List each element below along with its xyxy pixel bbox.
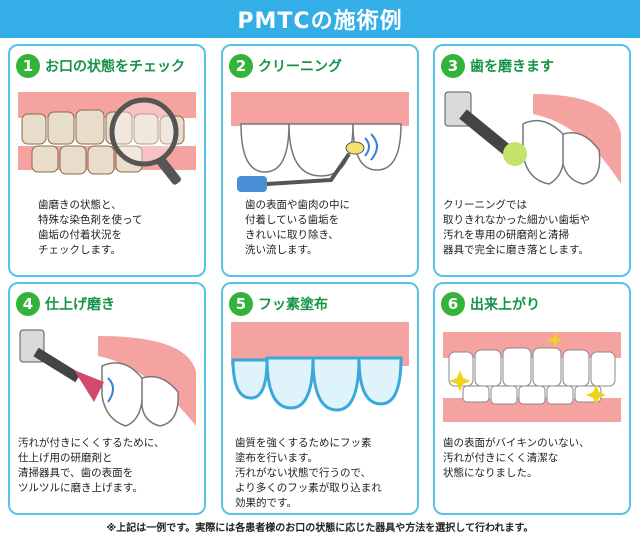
step-header: 3 歯を磨きます — [441, 52, 554, 80]
step-header: 1 お口の状態をチェック — [16, 52, 185, 80]
polisher-cup-icon — [19, 329, 114, 403]
step-number-badge: 1 — [16, 54, 40, 78]
step-number-badge: 5 — [229, 292, 253, 316]
step-title: お口の状態をチェック — [45, 59, 185, 75]
step-number-badge: 2 — [229, 54, 253, 78]
step-header: 5 フッ素塗布 — [229, 290, 328, 318]
step-description: 歯の表面や歯肉の中に 付着している歯垢を きれいに取り除き、 洗い流します。 — [245, 199, 350, 256]
step-card-1: 1 お口の状態をチェック 歯磨きの状態と、 特殊な染色剤を使って 歯垢の付着状況… — [8, 44, 206, 277]
step-title: 出来上がり — [470, 297, 540, 313]
step-card-3: 3 歯を磨きます クリーニングでは 取りきれなかった細かい歯垢や 汚れを専用の研… — [433, 44, 631, 277]
polishing-illustration — [444, 91, 621, 185]
step-card-6: 6 出来上がり 歯の表面がバイキンのいない、 汚れが付きにくく清潔な 状態になり… — [433, 282, 631, 515]
step-description: 汚れが付きにくくするために、 仕上げ用の研磨剤と 清掃器具で、歯の表面を ツルツ… — [18, 437, 165, 494]
step-header: 6 出来上がり — [441, 290, 540, 318]
header-banner: PMTCの施術例 — [0, 0, 640, 38]
step-description: 歯磨きの状態と、 特殊な染色剤を使って 歯垢の付着状況を チェックします。 — [38, 199, 143, 256]
cleaning-illustration — [231, 92, 409, 192]
step-header: 4 仕上げ磨き — [16, 290, 115, 318]
scaler-tool-icon — [237, 133, 378, 192]
step-number-badge: 3 — [441, 54, 465, 78]
polisher-tool-icon — [444, 91, 527, 166]
step-title: 歯を磨きます — [470, 59, 554, 75]
step-title: フッ素塗布 — [258, 297, 328, 313]
page-title: PMTCの施術例 — [237, 9, 403, 34]
footnote: ※上記は一例です。実際には各患者様のお口の状態に応じた器具や方法を選択して行われ… — [106, 523, 534, 534]
step-card-5: 5 フッ素塗布 歯質を強くするためにフッ素 塗布を行います。 汚れがない状態で行… — [221, 282, 419, 515]
sparkle-icon — [449, 332, 606, 405]
step-number-badge: 4 — [16, 292, 40, 316]
finish-polish-illustration — [19, 329, 196, 427]
step-card-4: 4 仕上げ磨き 汚れが付きにくくするために、 仕上げ用の研磨剤と 清掃器具で、歯… — [8, 282, 206, 515]
step-description: 歯質を強くするためにフッ素 塗布を行います。 汚れがない状態で行うので、 より多… — [235, 437, 382, 509]
step-header: 2 クリーニング — [229, 52, 342, 80]
step-title: クリーニング — [258, 59, 342, 75]
step-description: クリーニングでは 取りきれなかった細かい歯垢や 汚れを専用の研磨剤と清掃 器具で… — [443, 199, 590, 256]
fluoride-illustration — [231, 322, 409, 412]
step-title: 仕上げ磨き — [45, 297, 115, 313]
teeth-check-illustration — [18, 92, 196, 185]
step-description: 歯の表面がバイキンのいない、 汚れが付きにくく清潔な 状態になりました。 — [443, 437, 590, 479]
finished-teeth-illustration — [443, 332, 621, 422]
step-card-2: 2 クリーニング 歯の表面や歯肉の中に 付着している歯垢を きれいに取り除き、 … — [221, 44, 419, 277]
magnifier-icon — [109, 97, 181, 185]
step-number-badge: 6 — [441, 292, 465, 316]
